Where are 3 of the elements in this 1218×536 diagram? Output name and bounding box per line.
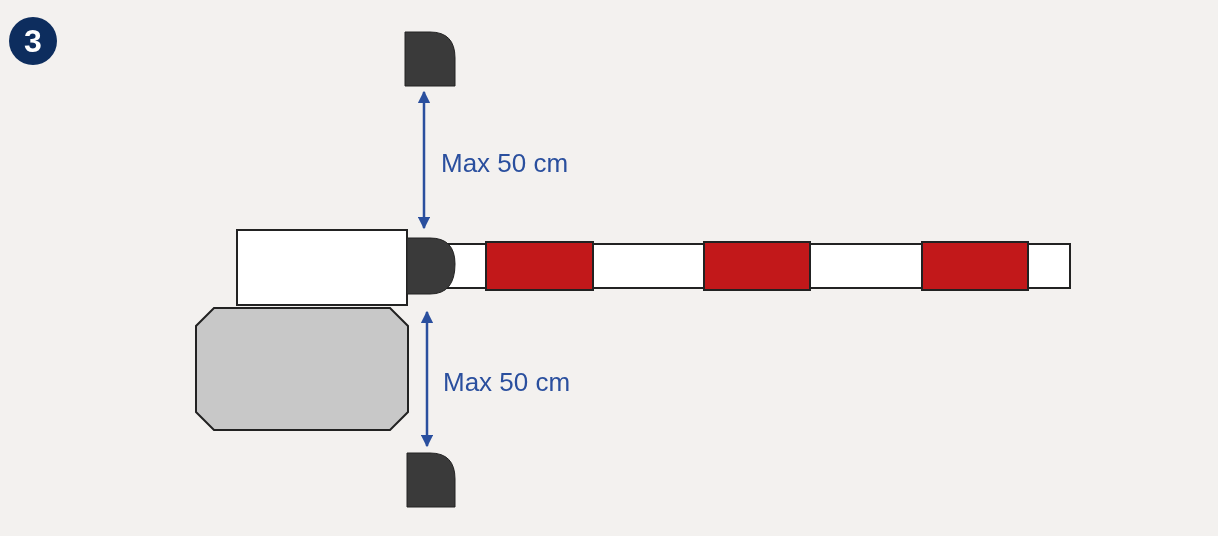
dimension-label: Max 50 cm (443, 367, 571, 397)
step-number: 3 (9, 17, 57, 65)
dimension-label: Max 50 cm (441, 148, 569, 178)
